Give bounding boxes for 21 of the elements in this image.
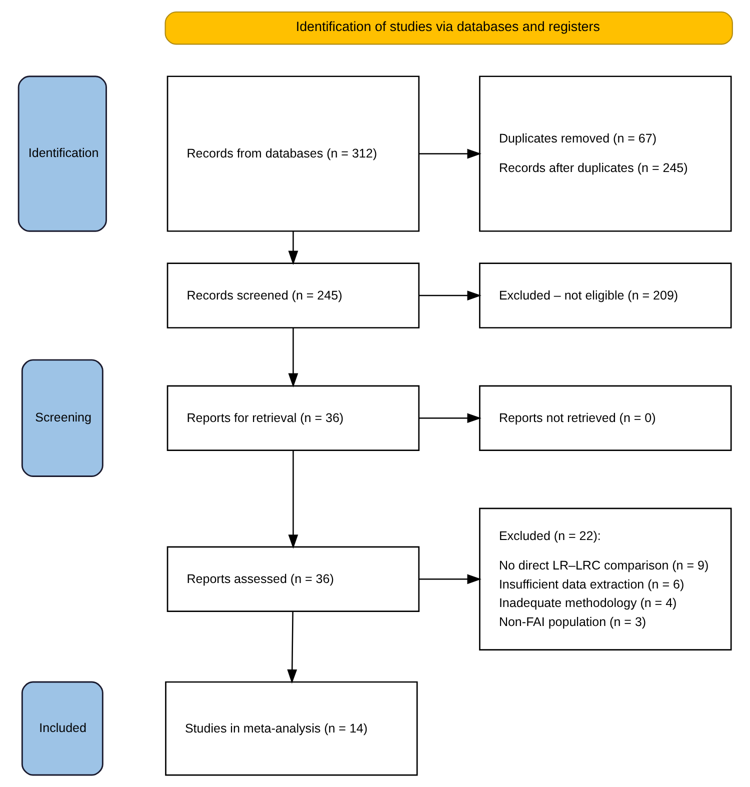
node-box: Records from databases (n = 312) [166, 76, 420, 232]
node-box: Reports not retrieved (n = 0) [478, 385, 732, 451]
arrow [418, 148, 481, 159]
arrow [418, 290, 481, 300]
node-box: Excluded – not eligible (n = 209) [478, 262, 732, 328]
node-box: Identification of studies via databases and registers [164, 11, 732, 45]
node-box: Reports assessed (n = 36) [166, 546, 420, 612]
node-box: Included [20, 681, 103, 776]
node-box: Duplicates removed (n = 67) Records after duplicates (n = 245) [478, 76, 732, 232]
node-box: Identification [17, 76, 106, 232]
node-box: Reports for retrieval (n = 36) [166, 385, 420, 451]
arrow [418, 413, 481, 424]
arrow [288, 450, 298, 549]
arrow [286, 612, 297, 684]
node-box: Excluded (n = 22): No direct LR–LRC comparison (n = 9) Insufficient data extraction (n = 6) Inadequate methodology (n = 4) Non-FAI population (n = 3) [478, 508, 732, 650]
arrow [288, 328, 298, 388]
node-box: Screening [20, 359, 103, 477]
node-box: Records screened (n = 245) [166, 262, 420, 328]
arrow [288, 231, 298, 265]
arrow [418, 574, 481, 584]
node-box: Studies in meta-analysis (n = 14) [164, 681, 418, 776]
